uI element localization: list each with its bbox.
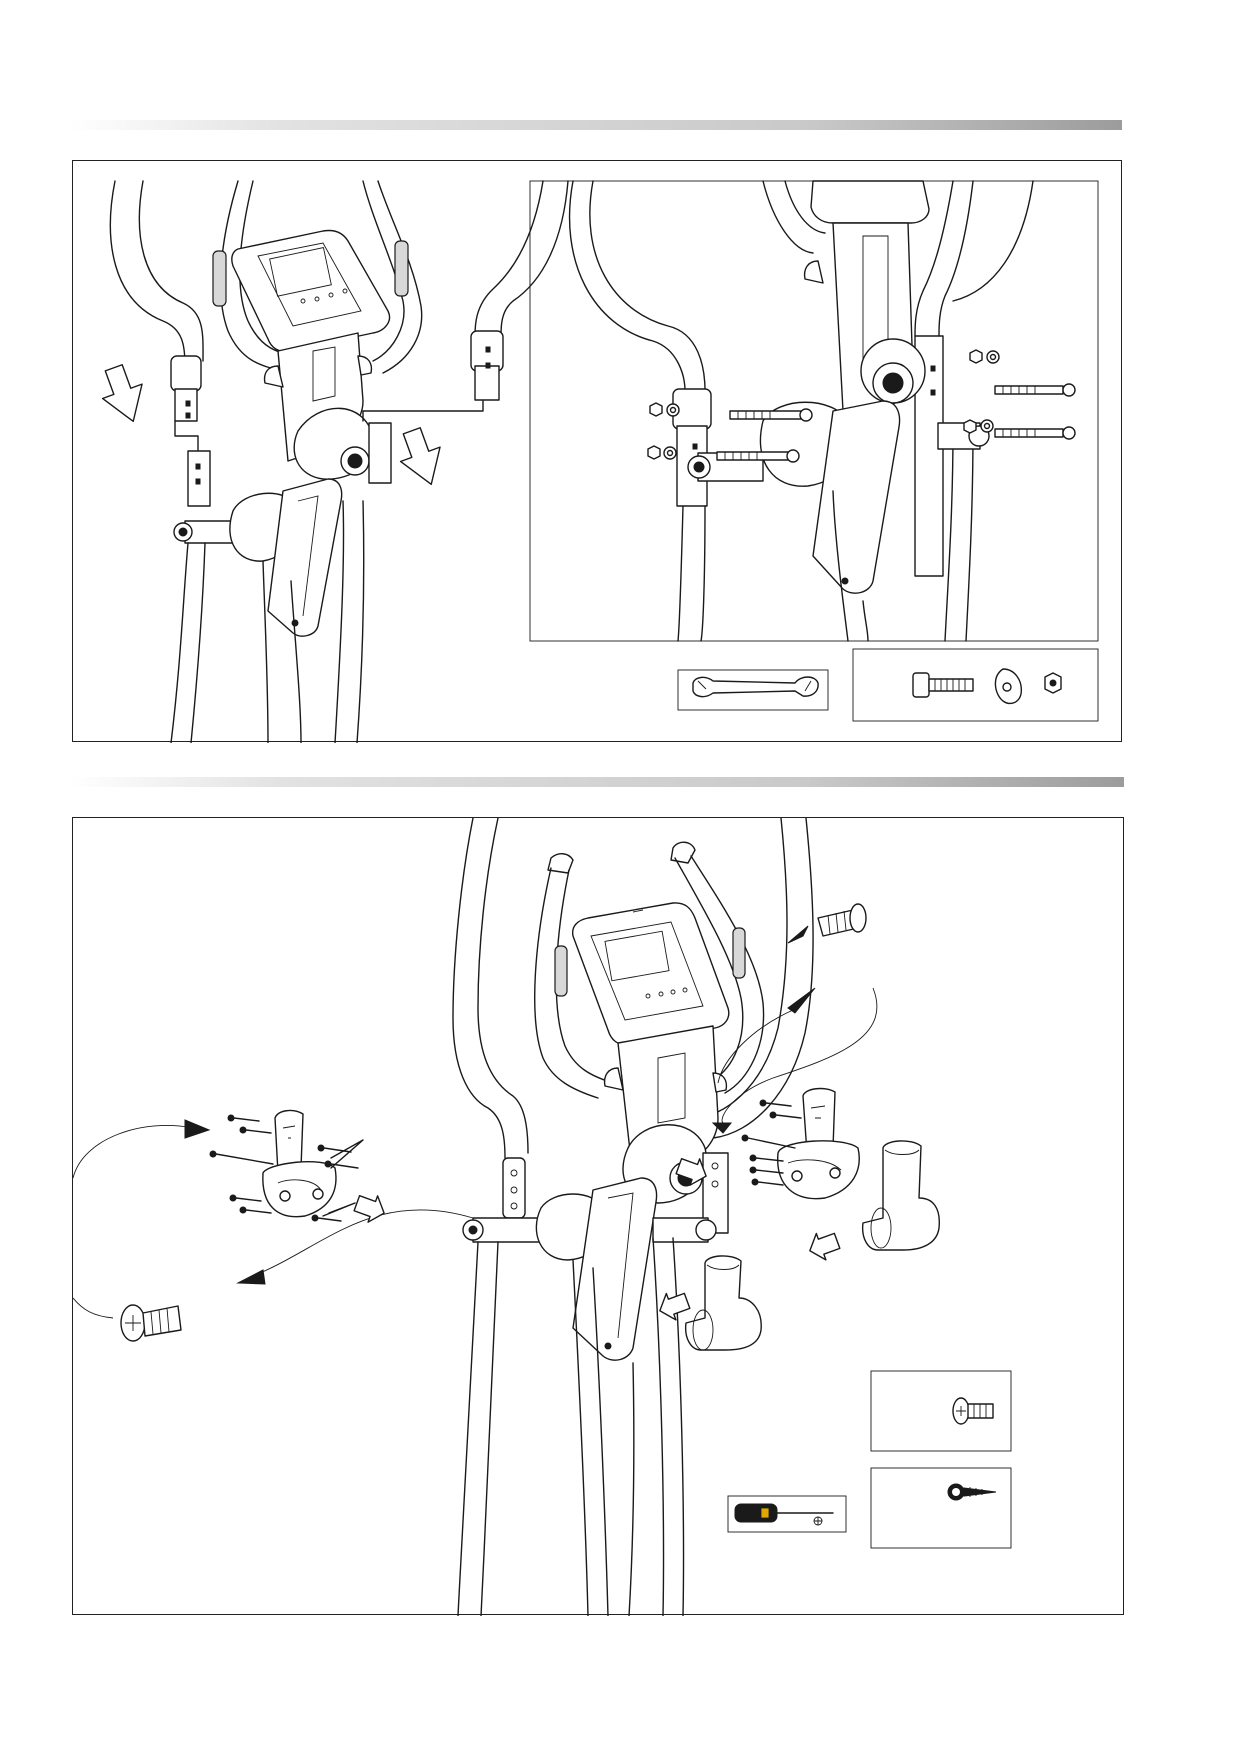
- tube-cover-right: [863, 1141, 940, 1250]
- guide-line-right-upper: [713, 988, 877, 1133]
- guide-line-left-lower: [73, 1210, 473, 1318]
- pivot-hub: [294, 408, 391, 483]
- step-2-header-bar: [70, 777, 1124, 787]
- right-cover-assembly: [778, 1089, 860, 1199]
- wrench-icon: [693, 677, 818, 697]
- push-arrow-icon: [805, 1228, 842, 1264]
- step-2-drawing: [73, 818, 1125, 1616]
- left-moving-arm: [453, 818, 528, 1218]
- bolt-right-upper: [970, 350, 1075, 396]
- self-tapping-screw-icon: [948, 1484, 996, 1500]
- tube-cover-left: [686, 1256, 762, 1350]
- curved-washer-icon: [995, 669, 1021, 703]
- down-arrow-icon: [392, 424, 451, 492]
- guide-line-left-upper: [73, 1120, 209, 1178]
- push-arrow-icon: [352, 1190, 389, 1226]
- step-2-panel: [72, 817, 1124, 1615]
- hardware-box-screw: [871, 1468, 1011, 1548]
- down-arrow-icon: [94, 361, 153, 429]
- nyloc-nut-icon: [1045, 673, 1061, 693]
- push-arrow-icon: [655, 1288, 692, 1324]
- right-moving-arm: [471, 181, 568, 400]
- button-head-bolt-detail-lower: [121, 1305, 181, 1341]
- step-1-panel: [72, 160, 1122, 742]
- lower-arm-mount: [458, 1178, 716, 1616]
- console: [573, 903, 729, 1044]
- button-head-bolt-detail-upper: [788, 904, 866, 943]
- screwdriver-icon: [735, 1504, 833, 1525]
- carriage-bolt-icon: [913, 673, 973, 697]
- button-head-bolt-icon: [953, 1398, 993, 1424]
- step-1-drawing: [73, 161, 1123, 743]
- step-1-header-bar: [70, 120, 1122, 130]
